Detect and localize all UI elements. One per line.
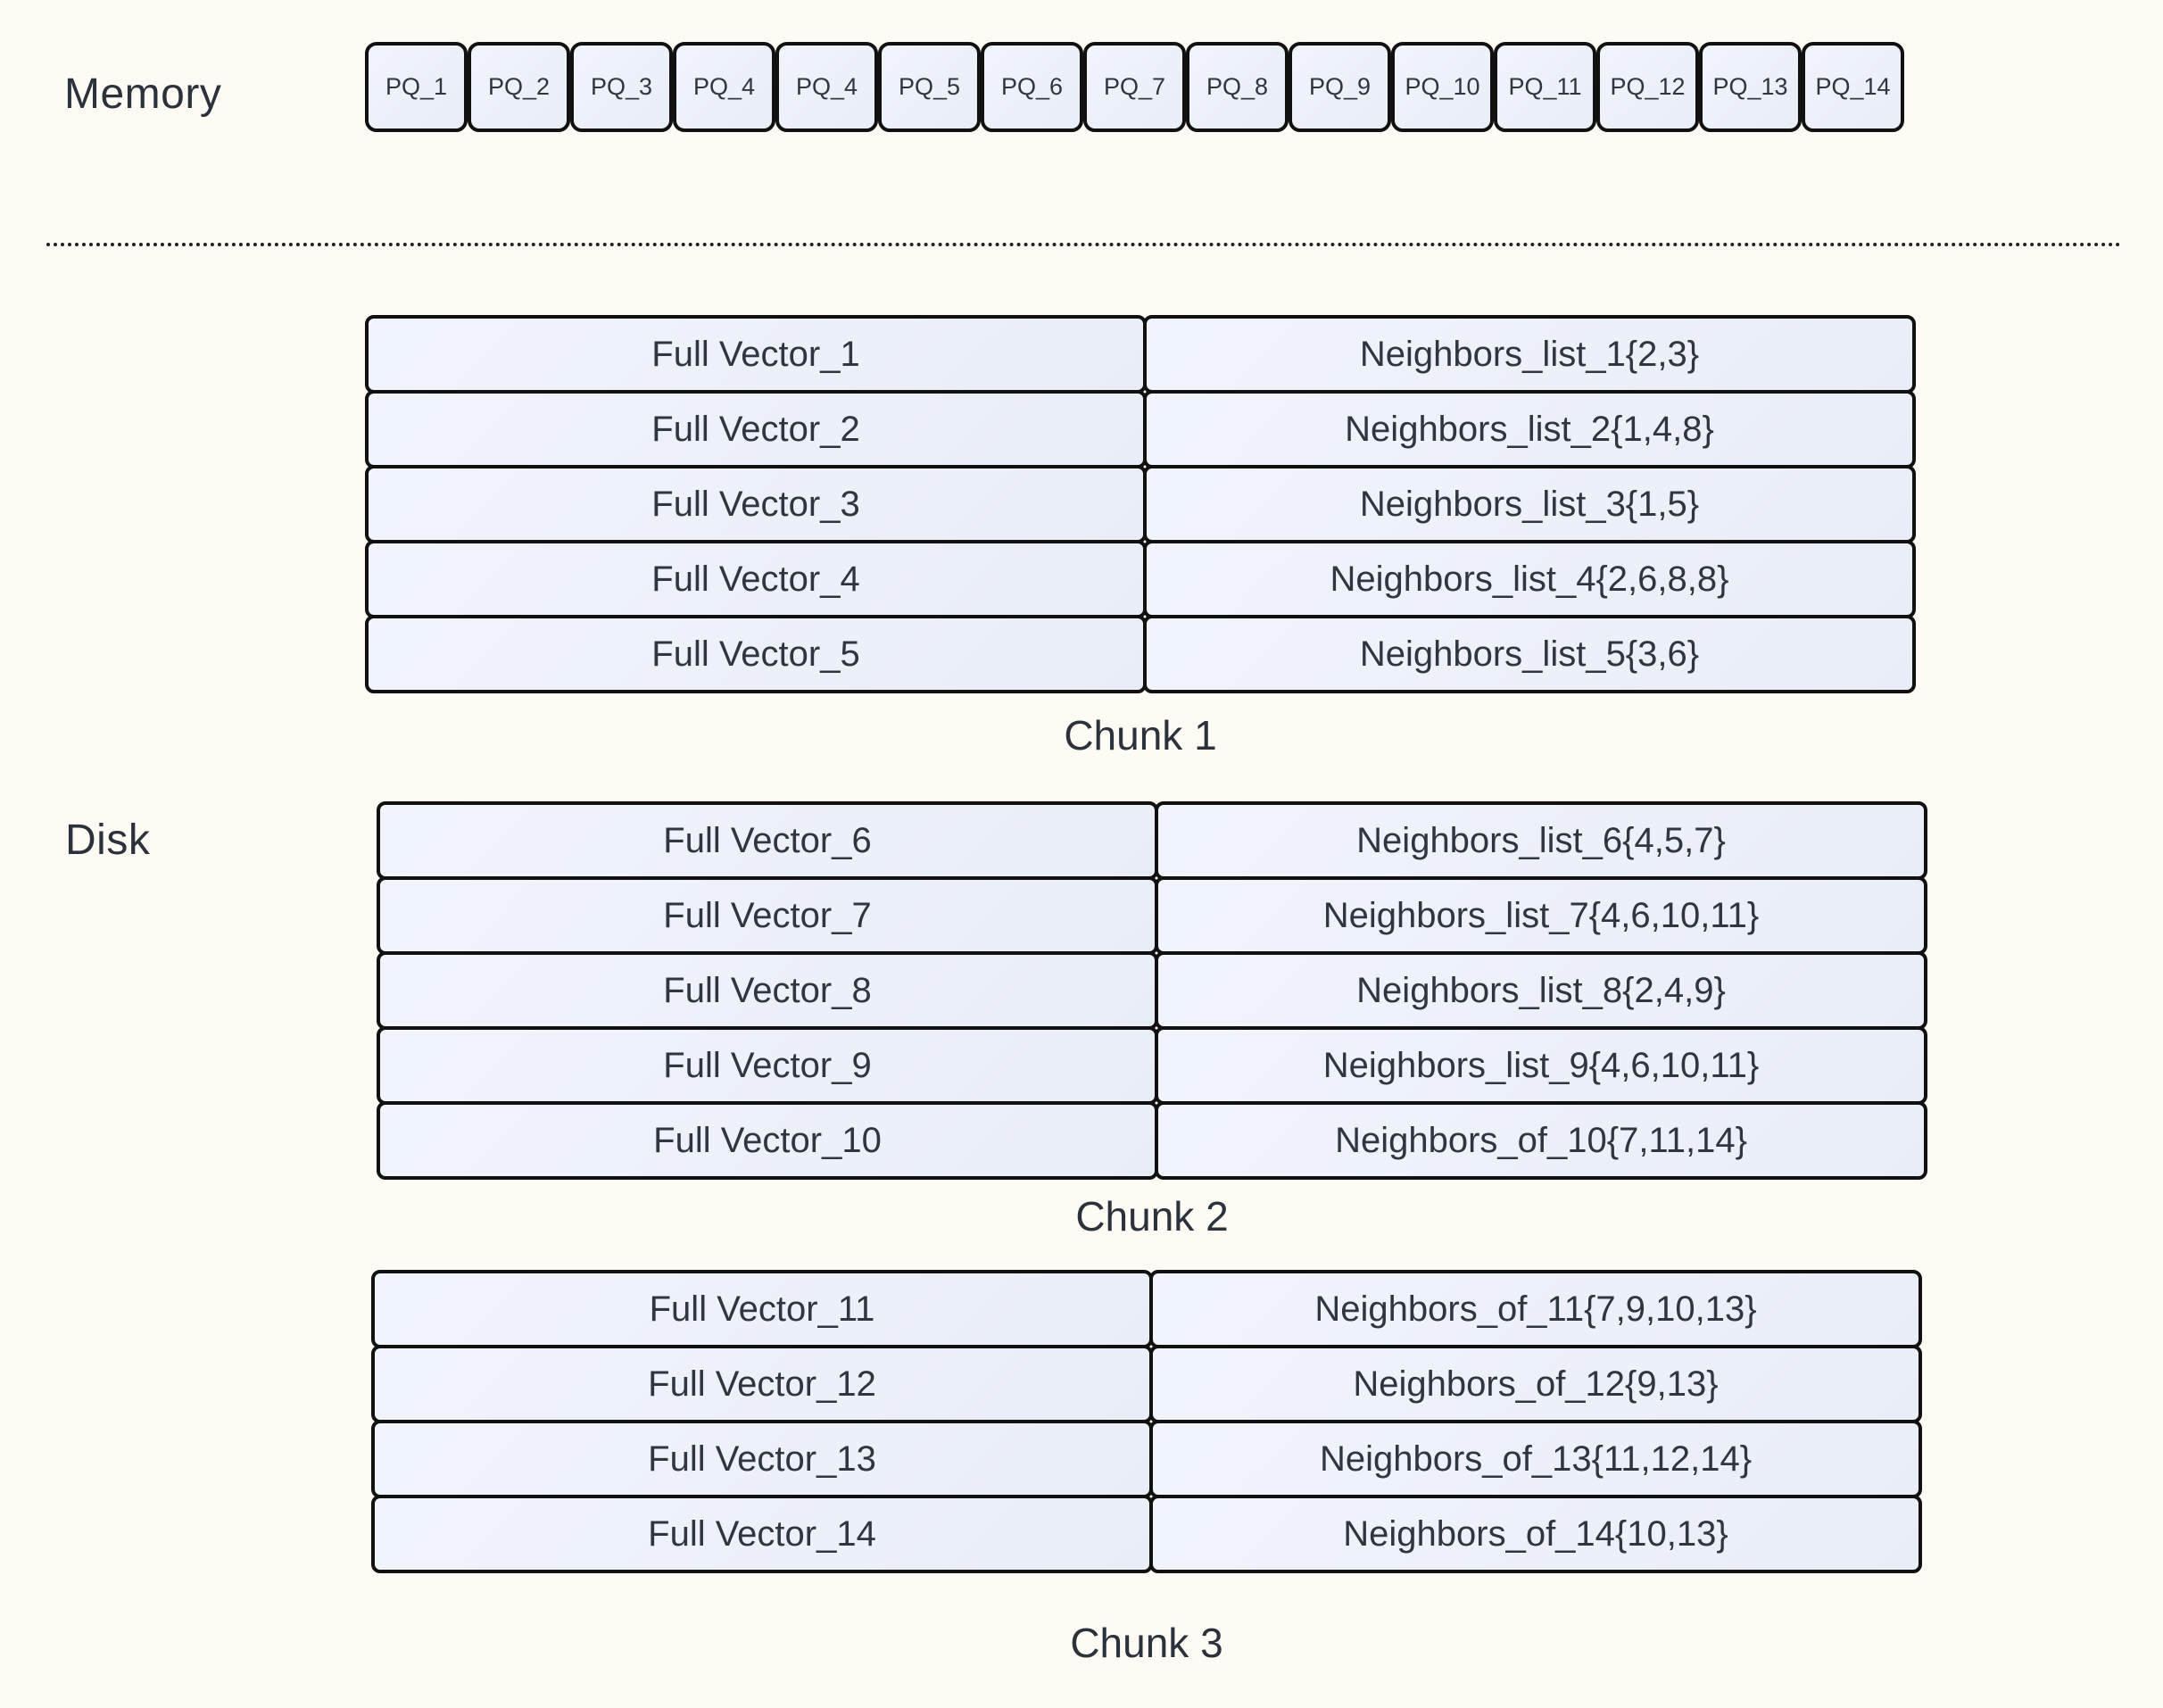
neighbors-list-cell: Neighbors_list_2{1,4,8} (1143, 390, 1916, 468)
full-vector-cell: Full Vector_11 (371, 1270, 1153, 1348)
full-vector-cell: Full Vector_13 (371, 1420, 1153, 1498)
pq-cell: PQ_2 (468, 42, 570, 132)
neighbors-list-cell: Neighbors_list_6{4,5,7} (1155, 801, 1927, 880)
neighbors-list-cell: Neighbors_list_5{3,6} (1143, 615, 1916, 693)
pq-cell: PQ_10 (1391, 42, 1494, 132)
memory-disk-divider (46, 243, 2122, 246)
disk-section-label: Disk (65, 817, 151, 864)
full-vector-cell: Full Vector_5 (365, 615, 1147, 693)
pq-cell: PQ_4 (775, 42, 878, 132)
neighbors-list-cell: Neighbors_list_4{2,6,8,8} (1143, 540, 1916, 618)
memory-section-label: Memory (64, 70, 222, 118)
full-vector-cell: Full Vector_7 (377, 876, 1158, 955)
chunk-2-label: Chunk 2 (1075, 1193, 1229, 1240)
pq-cell: PQ_13 (1699, 42, 1802, 132)
pq-cell: PQ_11 (1494, 42, 1596, 132)
full-vector-cell: Full Vector_2 (365, 390, 1147, 468)
pq-cell: PQ_7 (1083, 42, 1186, 132)
chunk-1-label: Chunk 1 (1064, 712, 1217, 759)
full-vector-cell: Full Vector_8 (377, 951, 1158, 1030)
pq-cell: PQ_1 (365, 42, 468, 132)
pq-cell: PQ_12 (1596, 42, 1699, 132)
neighbors-list-cell: Neighbors_of_11{7,9,10,13} (1149, 1270, 1922, 1348)
full-vector-cell: Full Vector_4 (365, 540, 1147, 618)
neighbors-list-cell: Neighbors_list_7{4,6,10,11} (1155, 876, 1927, 955)
pq-cell: PQ_4 (673, 42, 775, 132)
neighbors-list-cell: Neighbors_list_1{2,3} (1143, 315, 1916, 394)
full-vector-cell: Full Vector_14 (371, 1495, 1153, 1573)
neighbors-list-cell: Neighbors_of_12{9,13} (1149, 1345, 1922, 1423)
pq-cell: PQ_8 (1186, 42, 1289, 132)
full-vector-cell: Full Vector_3 (365, 465, 1147, 543)
pq-cell: PQ_6 (981, 42, 1083, 132)
full-vector-cell: Full Vector_9 (377, 1026, 1158, 1105)
pq-cell: PQ_3 (570, 42, 673, 132)
pq-cell: PQ_9 (1289, 42, 1391, 132)
full-vector-cell: Full Vector_6 (377, 801, 1158, 880)
neighbors-list-cell: Neighbors_list_3{1,5} (1143, 465, 1916, 543)
full-vector-cell: Full Vector_12 (371, 1345, 1153, 1423)
neighbors-list-cell: Neighbors_of_10{7,11,14} (1155, 1101, 1927, 1180)
neighbors-list-cell: Neighbors_of_13{11,12,14} (1149, 1420, 1922, 1498)
pq-cell: PQ_14 (1802, 42, 1904, 132)
neighbors-list-cell: Neighbors_list_9{4,6,10,11} (1155, 1026, 1927, 1105)
pq-cell: PQ_5 (878, 42, 981, 132)
chunk-3-label: Chunk 3 (1070, 1620, 1223, 1666)
full-vector-cell: Full Vector_1 (365, 315, 1147, 394)
neighbors-list-cell: Neighbors_of_14{10,13} (1149, 1495, 1922, 1573)
full-vector-cell: Full Vector_10 (377, 1101, 1158, 1180)
neighbors-list-cell: Neighbors_list_8{2,4,9} (1155, 951, 1927, 1030)
